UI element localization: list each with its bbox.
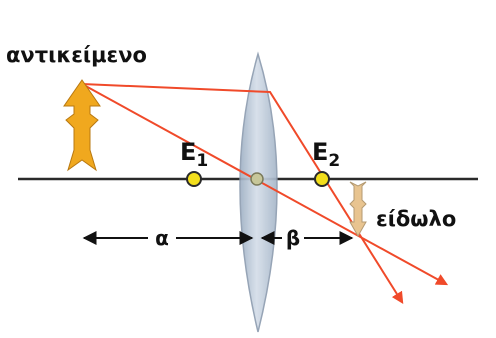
optical-center bbox=[250, 172, 264, 186]
distance-beta-label: β bbox=[286, 226, 300, 250]
upright-arrow-icon bbox=[63, 79, 101, 172]
focus-point-2 bbox=[314, 171, 330, 187]
object-label: αντικείμενο bbox=[6, 43, 147, 67]
central-ray bbox=[81, 83, 449, 286]
distance-alpha-label: α bbox=[155, 226, 169, 250]
focus-1-label: E1 bbox=[180, 138, 208, 171]
focus-2-label: E2 bbox=[312, 138, 340, 171]
image-label: είδωλο bbox=[376, 207, 456, 231]
inverted-arrow-icon bbox=[349, 181, 367, 238]
focus-point-1 bbox=[186, 171, 202, 187]
convex-lens-icon bbox=[239, 51, 278, 333]
